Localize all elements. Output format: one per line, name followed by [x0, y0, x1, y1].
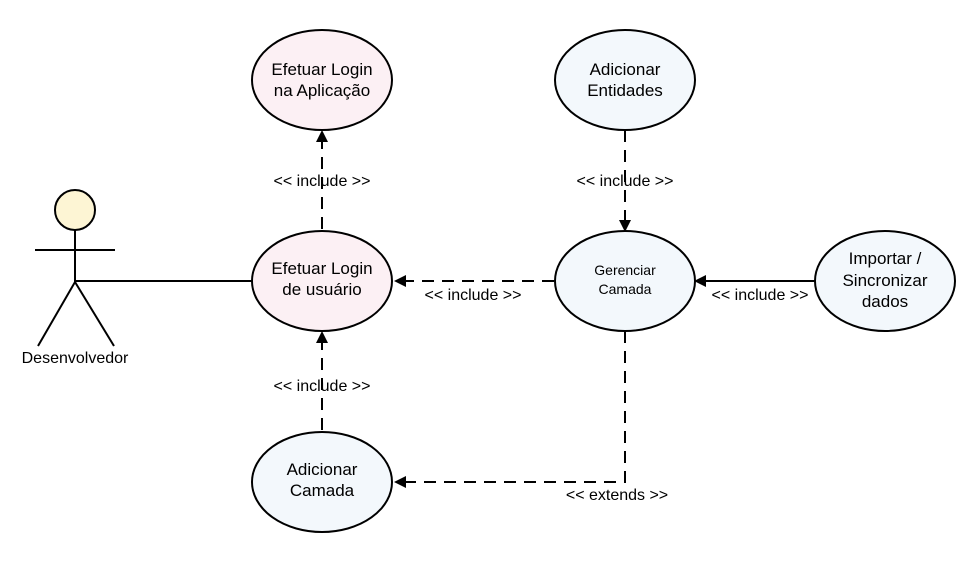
usecase-label-line1: Efetuar Login: [271, 60, 372, 79]
usecase-efetuar-login-aplicacao[interactable]: Efetuar Login na Aplicação: [251, 29, 393, 131]
actor-right-leg: [74, 281, 115, 347]
actor-head: [54, 189, 96, 231]
actor-desenvolvedor: Desenvolvedor: [22, 189, 129, 367]
usecase-label-line2: Entidades: [587, 81, 663, 100]
usecase-label-line1: Adicionar: [590, 60, 661, 79]
usecase-label-line2: Camada: [290, 481, 355, 500]
usecase-label-line2: de usuário: [282, 280, 361, 299]
actor-left-leg: [37, 281, 76, 347]
usecase-label-line1: Efetuar Login: [271, 259, 372, 278]
usecase-label-line2: Sincronizar: [842, 271, 927, 290]
usecase-label-line1: Importar /: [849, 249, 922, 268]
include-label-login-aplicacao: << include >>: [274, 173, 371, 190]
extends-label-gerenciar-adicionar-camada: << extends >>: [566, 487, 668, 504]
usecase-label-line1: Adicionar: [287, 460, 358, 479]
usecase-importar-sincronizar-dados[interactable]: Importar / Sincronizar dados: [814, 230, 956, 332]
include-label-adicionar-camada-login: << include >>: [274, 378, 371, 395]
usecase-gerenciar-camada[interactable]: Gerenciar Camada: [554, 230, 696, 332]
extends-arrow-gerenciar-adicionar-camada: [394, 331, 626, 488]
usecase-label-line3: dados: [862, 292, 908, 311]
usecase-label-line1: Gerenciar: [594, 262, 656, 278]
usecase-adicionar-entidades[interactable]: Adicionar Entidades: [554, 29, 696, 131]
usecase-adicionar-camada[interactable]: Adicionar Camada: [251, 431, 393, 533]
usecase-efetuar-login-usuario[interactable]: Efetuar Login de usuário: [251, 230, 393, 332]
usecase-label-line2: na Aplicação: [274, 81, 370, 100]
include-label-importar-gerenciar: << include >>: [712, 287, 809, 304]
actor-name: Desenvolvedor: [22, 350, 129, 367]
include-label-entidades-gerenciar: << include >>: [577, 173, 674, 190]
usecase-label-line2: Camada: [599, 281, 652, 297]
include-label-gerenciar-login: << include >>: [425, 287, 522, 304]
